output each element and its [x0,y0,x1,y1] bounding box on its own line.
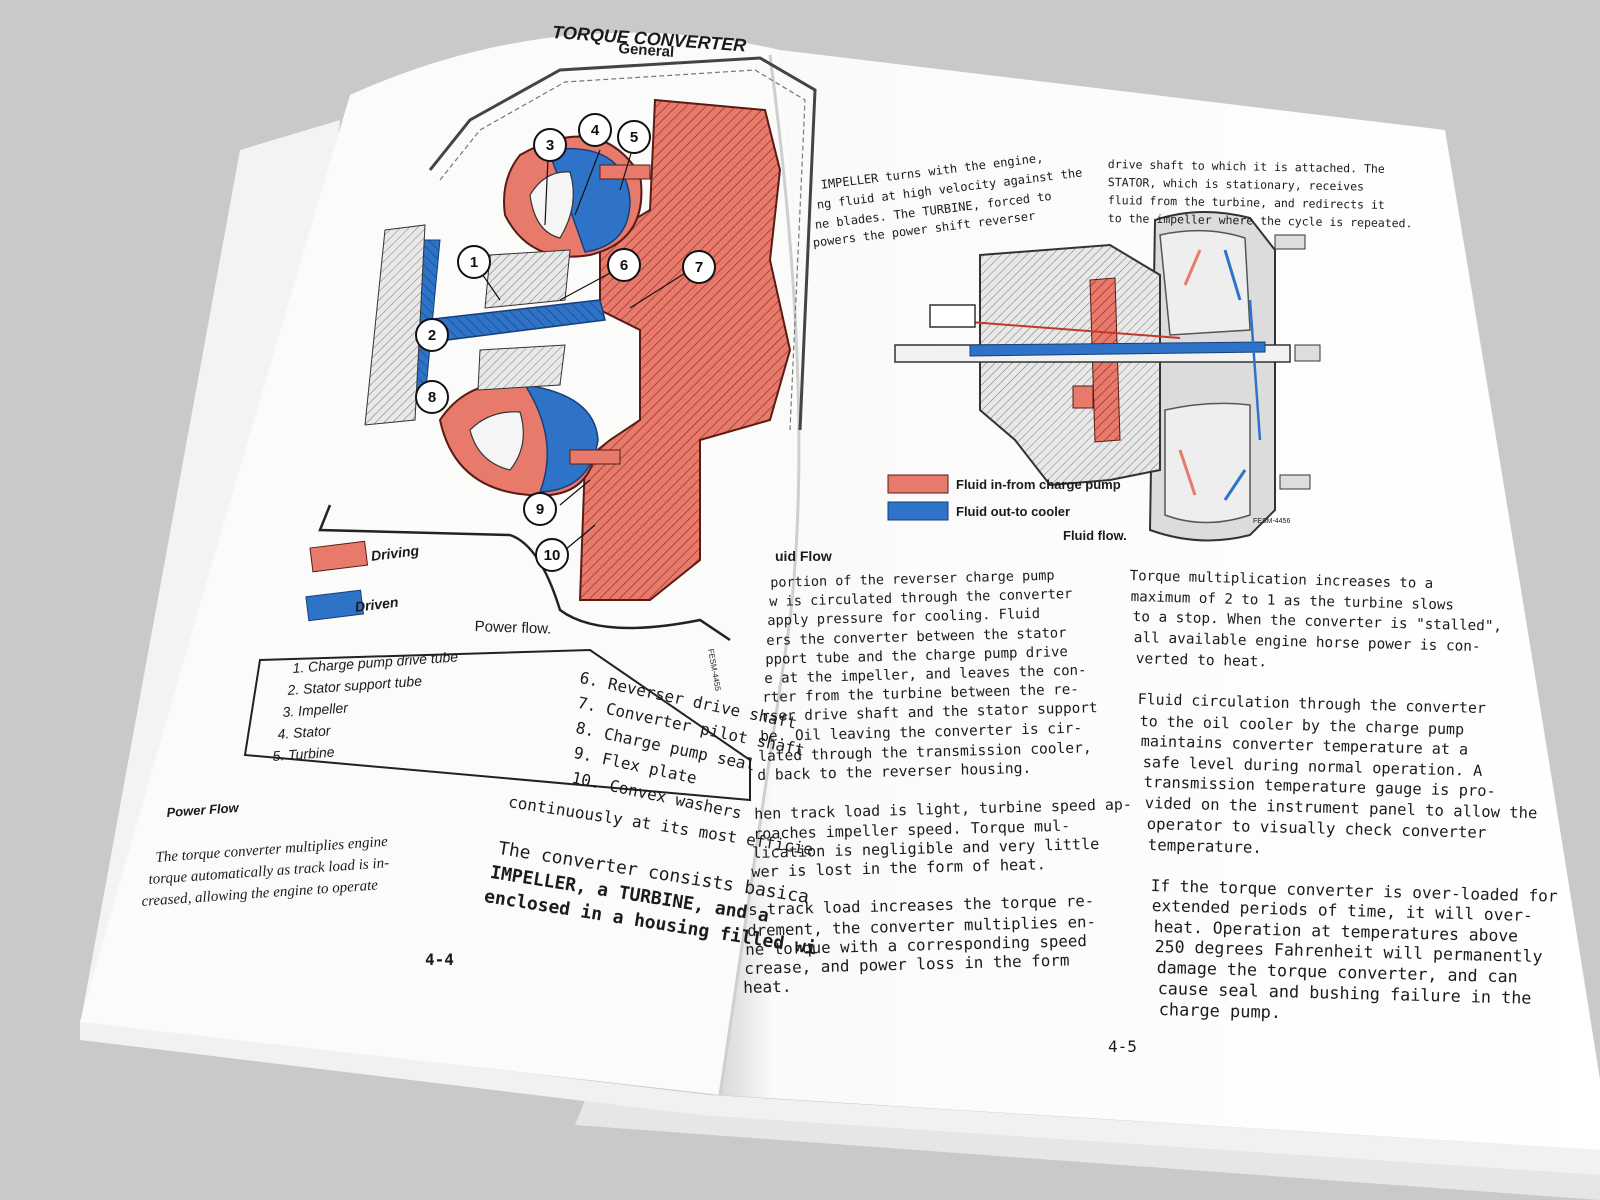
legend-fluid-out: Fluid out-to cooler [956,504,1071,519]
section-heading-fluid-flow: uid Flow [775,548,832,564]
callout-9: 9 [523,492,557,526]
callout-1: 1 [457,245,491,279]
diagram-caption-right: Fluid flow. [1063,528,1127,543]
page-number-right: 4-5 [1108,1037,1137,1056]
callout-6: 6 [607,248,641,282]
callout-5: 5 [617,120,651,154]
callout-7: 7 [682,250,716,284]
callout-8: 8 [415,380,449,414]
callout-2: 2 [415,318,449,352]
page-number-left: 4-4 [425,950,454,969]
diagram-caption-left: Power flow. [474,618,552,638]
diagram-code-right: FESM-4456 [1253,518,1291,525]
driven-swatch [305,589,364,622]
text-line: temperature. [1147,834,1263,857]
callout-10: 10 [535,538,569,572]
callout-3: 3 [533,128,567,162]
text-line: charge pump. [1158,998,1282,1022]
callout-4: 4 [578,113,612,147]
driving-swatch [309,540,369,573]
fluid-out-swatch [887,501,949,521]
fluid-in-swatch [887,474,949,494]
text-line: heat. [742,976,792,998]
text-line: verted to heat. [1135,650,1267,671]
legend-fluid-in: Fluid in-from charge pump [956,477,1121,492]
